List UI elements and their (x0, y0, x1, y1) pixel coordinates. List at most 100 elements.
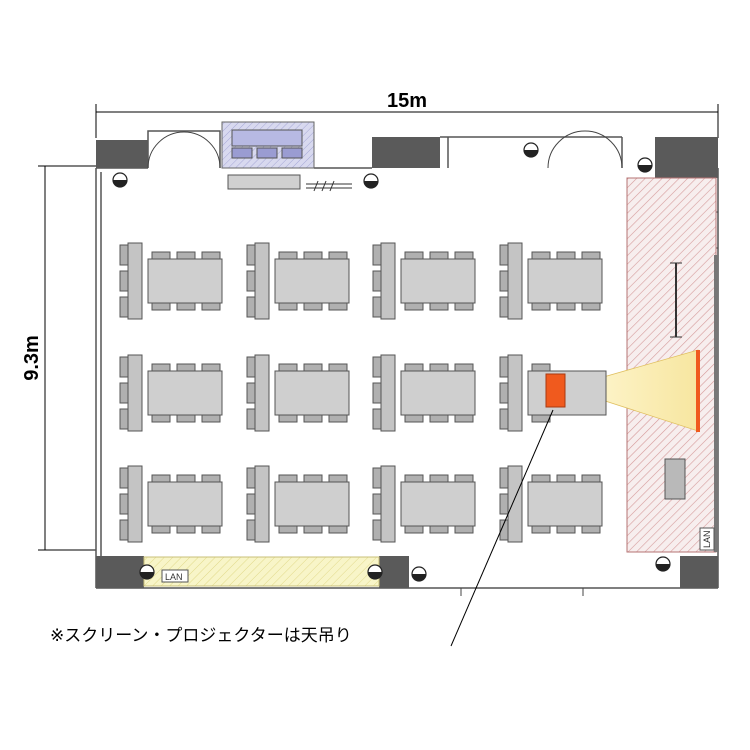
chair (454, 251, 474, 260)
chair (556, 251, 576, 260)
side-table (380, 354, 396, 432)
chair (581, 302, 601, 311)
chair (372, 244, 382, 266)
table-group (372, 354, 476, 432)
side-table (380, 465, 396, 543)
side-table (254, 354, 270, 432)
side-table (254, 242, 270, 320)
outlet-icon-fill (140, 572, 154, 579)
table (400, 258, 476, 304)
chair (499, 356, 509, 378)
chair (176, 363, 196, 372)
chair (176, 414, 196, 423)
chair (531, 414, 551, 423)
chair (176, 251, 196, 260)
chair (201, 414, 221, 423)
chair (429, 251, 449, 260)
outlet-icon-fill (364, 181, 378, 188)
chair (328, 414, 348, 423)
outlet-icon-fill (368, 572, 382, 579)
chair (531, 251, 551, 260)
chair (372, 296, 382, 318)
side-table (254, 465, 270, 543)
table (274, 370, 350, 416)
table-groups (119, 242, 607, 543)
side-table (127, 354, 143, 432)
chair (119, 356, 129, 378)
chair (151, 474, 171, 483)
chair (499, 408, 509, 430)
chair (303, 525, 323, 534)
chair (556, 302, 576, 311)
table (527, 481, 603, 527)
lan-label-right: LAN (702, 530, 712, 548)
chair (176, 525, 196, 534)
chair (581, 525, 601, 534)
chair (246, 467, 256, 489)
chair (303, 474, 323, 483)
lan-zone: LAN (143, 556, 380, 587)
chair (303, 302, 323, 311)
chair (328, 251, 348, 260)
chair (151, 302, 171, 311)
chair (581, 251, 601, 260)
wall-columns (96, 137, 718, 588)
table (400, 481, 476, 527)
chair (404, 414, 424, 423)
projector (545, 373, 566, 408)
chair (328, 474, 348, 483)
height-dimension: 9.3m (21, 165, 96, 551)
chair (531, 363, 551, 372)
table (274, 258, 350, 304)
chair (246, 356, 256, 378)
chair (429, 363, 449, 372)
table (147, 258, 223, 304)
chair (429, 302, 449, 311)
chair (201, 525, 221, 534)
chair (404, 474, 424, 483)
chair (151, 363, 171, 372)
table (147, 481, 223, 527)
width-dimension: 15m (95, 90, 719, 138)
chair (429, 474, 449, 483)
chair (429, 525, 449, 534)
chair (119, 296, 129, 318)
screen-surface (696, 350, 700, 432)
chair (372, 356, 382, 378)
door-top-left (147, 131, 221, 169)
chair (119, 519, 129, 541)
side-table (127, 242, 143, 320)
table (400, 370, 476, 416)
chair (372, 519, 382, 541)
chair (404, 363, 424, 372)
chair (303, 251, 323, 260)
chair (303, 363, 323, 372)
chair (404, 525, 424, 534)
chair (531, 474, 551, 483)
chair (278, 474, 298, 483)
table-group (246, 465, 350, 543)
chair (531, 525, 551, 534)
table-group (119, 465, 223, 543)
chair (499, 244, 509, 266)
table-group (499, 354, 607, 432)
chair (303, 414, 323, 423)
side-table (507, 465, 523, 543)
chair (499, 382, 509, 404)
chair (372, 467, 382, 489)
chair (119, 270, 129, 292)
chair (246, 296, 256, 318)
chair (119, 467, 129, 489)
chair (278, 251, 298, 260)
outlet-icon-fill (524, 150, 538, 157)
chair (372, 270, 382, 292)
chair (328, 363, 348, 372)
chair (176, 302, 196, 311)
chair (404, 302, 424, 311)
table-group (246, 242, 350, 320)
table-group (119, 242, 223, 320)
ceiling-mount-note: ※スクリーン・プロジェクターは天吊り (50, 626, 352, 646)
table-group (119, 354, 223, 432)
table (147, 370, 223, 416)
